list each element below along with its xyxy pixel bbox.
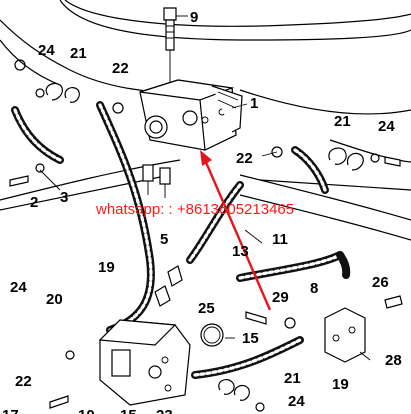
callout-21-top-left: 21 [70,45,87,62]
callout-22-bottom: 22 [15,373,32,390]
callout-25: 25 [198,300,215,317]
valve-block [139,79,243,151]
callout-24-left: 24 [10,279,27,296]
lower-manifold [98,319,191,406]
callout-8: 8 [310,280,318,297]
callout-21-right: 21 [334,113,351,130]
callout-22-top: 22 [112,60,129,77]
callout-13: 13 [232,243,249,260]
callout-17: 17 [2,407,19,414]
hose-left-top [11,106,64,164]
o-ring-15 [200,323,224,347]
callout-28: 28 [385,352,402,369]
callout-21-bottom: 21 [284,370,301,387]
right-manifold [324,307,366,363]
callout-23: 23 [156,407,173,414]
callout-29: 29 [272,289,289,306]
callout-2: 2 [30,194,38,211]
callout-24-bottom: 24 [288,393,305,410]
fittings-5 [142,164,171,198]
callout-15-right: 15 [242,330,259,347]
red-arrow [200,150,272,311]
callout-15-bottom: 15 [120,407,137,414]
callout-20: 20 [46,291,63,308]
hose-26 [336,251,351,279]
callout-22-mid: 22 [236,150,253,167]
callouts: 9 24 21 22 1 21 24 22 3 2 5 13 11 19 24 … [2,9,402,414]
callout-24-top-left: 24 [38,42,55,59]
callout-9: 9 [190,9,198,26]
callout-5: 5 [160,231,168,248]
clamps [45,82,364,401]
watermark-text: whatsapp: : +8613605213465 [95,201,294,218]
callout-1: 1 [250,95,258,112]
fittings-25 [154,265,183,307]
callout-10: 10 [78,407,95,414]
callout-19-left: 19 [98,259,115,276]
callout-3: 3 [60,189,68,206]
hose-right [291,146,329,194]
callout-11: 11 [272,231,288,248]
fitting-top [163,7,177,82]
callout-24-right: 24 [378,118,395,135]
callout-26: 26 [372,274,389,291]
bolts [9,59,403,412]
leader-lines [39,15,371,361]
callout-19-right: 19 [332,376,349,393]
